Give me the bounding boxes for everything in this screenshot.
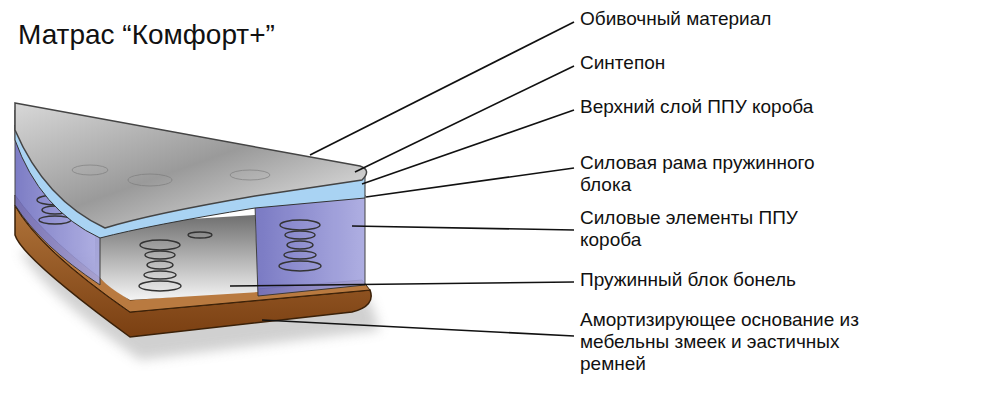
diagram-title: Матрас “Комфорт+” [18, 18, 275, 52]
part-label: Обивочный материал [580, 8, 960, 30]
part-label: Пружинный блок бонель [580, 269, 960, 291]
mattress-drawing [15, 103, 380, 360]
part-label: Синтепон [580, 52, 960, 74]
part-label: Верхний слой ППУ короба [580, 96, 960, 118]
part-label: Силовая рама пружинного блока [580, 152, 850, 196]
part-label: Силовые элементы ППУ короба [580, 207, 835, 251]
leader-lines [230, 22, 574, 336]
part-label: Амортизирующее основание из мебельны зме… [580, 309, 860, 376]
